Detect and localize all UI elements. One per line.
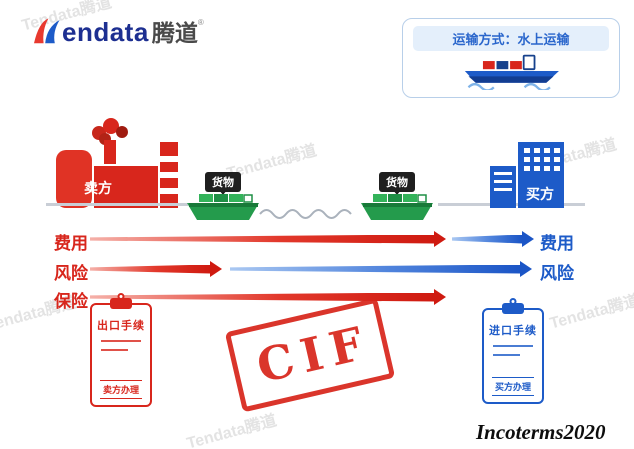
import-procedures-title: 进口手续 (489, 325, 537, 337)
dock-left (46, 203, 188, 206)
risk-arrow-seller (90, 261, 222, 277)
clipboard-ring-icon (509, 298, 517, 305)
factory-icon (56, 118, 178, 208)
import-handled-by: 买方办理 (491, 377, 534, 396)
water-waves (259, 209, 352, 219)
watermark: Tendata腾道 (185, 412, 279, 449)
cargo-ship-left: 货物 (183, 172, 263, 222)
logo-chinese-name: 腾道 (151, 20, 198, 46)
insurance-label-left: 保险 (54, 292, 88, 311)
cargo-tag-pointer (393, 190, 401, 195)
cargo-tag-pointer (219, 190, 227, 195)
building-icon (490, 142, 564, 208)
clipboard-clip-icon (110, 298, 132, 309)
logo-wordmark: endata (62, 17, 149, 47)
doc-line (101, 349, 128, 351)
doc-line (493, 345, 533, 347)
cif-stamp: CIF (224, 297, 396, 413)
transport-mode-panel: 运输方式：水上运输 (402, 18, 620, 98)
tendata-logo: endata 腾道 ® (30, 16, 204, 50)
doc-line (101, 340, 141, 342)
seller-label: 卖方 (84, 180, 112, 196)
doc-line (493, 354, 520, 356)
risk-label-left: 风险 (54, 264, 88, 283)
cost-arrow-buyer (452, 231, 534, 247)
clipboard-clip-icon (502, 303, 524, 314)
risk-label-right: 风险 (540, 264, 574, 283)
import-procedures-clipboard: 进口手续 买方办理 (482, 298, 544, 404)
registered-trademark: ® (197, 18, 204, 27)
export-procedures-clipboard: 出口手续 卖方办理 (90, 293, 152, 407)
cargo-ship-right: 货物 (357, 172, 437, 222)
cargo-ship-icon (464, 54, 559, 90)
transport-mode-label: 运输方式：水上运输 (413, 26, 609, 51)
clipboard-ring-icon (117, 293, 125, 300)
insurance-arrow-seller (90, 289, 446, 305)
export-procedures-title: 出口手续 (97, 320, 145, 332)
buyer-label: 买方 (526, 186, 554, 202)
cargo-tag-right: 货物 (379, 172, 415, 192)
green-ship-icon (187, 194, 259, 220)
cost-arrow-seller (90, 231, 446, 247)
watermark: Tendata腾道 (548, 292, 634, 333)
cost-label-right: 费用 (540, 234, 574, 253)
tendata-logo-icon (34, 18, 60, 44)
cost-label-left: 费用 (54, 234, 88, 253)
incoterms-footnote: Incoterms2020 (476, 420, 606, 444)
risk-arrow-buyer (230, 261, 532, 277)
seller-factory: 卖方 (52, 118, 182, 208)
export-handled-by: 卖方办理 (99, 380, 142, 399)
cargo-tag-left: 货物 (205, 172, 241, 192)
green-ship-icon (361, 194, 433, 220)
buyer-building: 买方 (490, 140, 578, 208)
